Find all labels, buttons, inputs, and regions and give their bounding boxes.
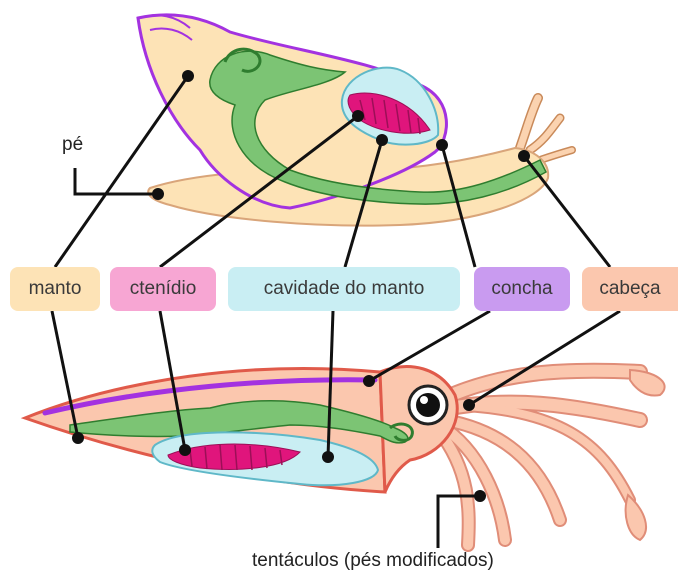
tag-cavidade-do-manto: cavidade do manto xyxy=(228,267,460,311)
tag-concha: concha xyxy=(474,267,570,311)
label-pe: pé xyxy=(62,134,83,156)
tag-manto: manto xyxy=(10,267,100,311)
leader-cabeca-squid xyxy=(469,311,620,405)
tag-ctenidio: ctenídio xyxy=(110,267,216,311)
leader-cabeca-snail xyxy=(524,156,610,267)
squid-illustration xyxy=(25,367,665,545)
label-tentaculos: tentáculos (pés modificados) xyxy=(252,550,494,572)
tag-cabeca: cabeça xyxy=(582,267,678,311)
